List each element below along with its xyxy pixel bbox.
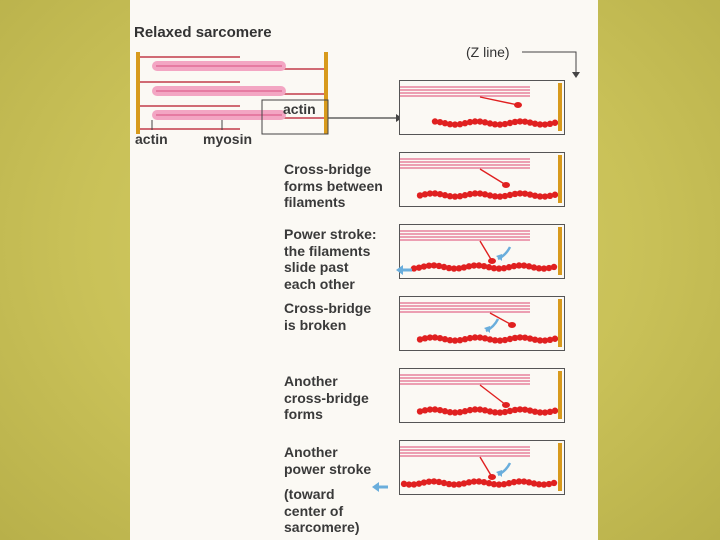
myosin-filament	[400, 231, 530, 240]
panel-another-power-stroke	[399, 440, 565, 495]
overview-myosin-heads	[156, 66, 282, 115]
myosin-filament	[400, 447, 530, 456]
step-1-label: Cross-bridge forms between filaments	[284, 161, 383, 211]
panel-power-stroke	[399, 224, 565, 279]
actin-filament	[401, 478, 557, 488]
actin-label: actin	[135, 131, 168, 148]
panel-z-line	[558, 443, 562, 491]
panel-z-line	[558, 299, 562, 347]
myosin-head	[514, 102, 522, 108]
panel-another-cross-bridge	[399, 368, 565, 423]
blue-motion-arrow	[496, 247, 510, 261]
actin-filament	[417, 406, 558, 416]
panel-z-line	[558, 371, 562, 419]
panel-cross-bridge-forms	[399, 152, 565, 207]
panel-z-line	[558, 83, 562, 131]
step-6-label: (toward center of sarcomere)	[284, 486, 360, 536]
step-5-label: Another power stroke	[284, 444, 371, 477]
myosin-filament	[400, 303, 530, 312]
step-2-label: Power stroke: the filaments slide past e…	[284, 226, 377, 292]
actin-bead	[551, 264, 557, 270]
blue-arrow-head	[484, 326, 490, 333]
myosin-filament	[400, 87, 530, 96]
myosin-head	[488, 474, 496, 480]
cross-bridge-stalk	[490, 313, 512, 325]
panel-z-line	[558, 155, 562, 203]
myosin-head	[502, 402, 510, 408]
overview-z-line-left	[136, 52, 140, 134]
cross-bridge-stalk	[480, 385, 506, 405]
cross-bridge-stalk	[480, 169, 506, 185]
cross-bridge-stalk	[480, 97, 518, 105]
actin-filament	[411, 262, 557, 272]
z-line-label: (Z line)	[466, 44, 510, 61]
overview-z-line-right	[324, 52, 328, 134]
actin-box-label: actin	[283, 101, 316, 118]
blue-arrow-head	[496, 470, 502, 477]
actin-filament	[432, 118, 558, 128]
myosin-head	[488, 258, 496, 264]
blue-arrow-head	[496, 254, 502, 261]
step-3-label: Cross-bridge is broken	[284, 300, 371, 333]
myosin-head	[508, 322, 516, 328]
cross-bridge-stalk	[480, 457, 492, 477]
actin-bead	[551, 480, 557, 486]
myosin-filament	[400, 159, 530, 168]
actin-filament	[417, 334, 558, 344]
z-line-pointer	[522, 52, 576, 76]
actin-filament	[417, 190, 558, 200]
blue-motion-arrow	[496, 463, 510, 477]
step-4-label: Another cross-bridge forms	[284, 373, 369, 423]
z-line-pointer-head	[572, 72, 580, 78]
panel-z-line	[558, 227, 562, 275]
slide: Relaxed sarcomere (Z	[130, 0, 598, 540]
blue-motion-arrow	[484, 319, 498, 333]
myosin-filament	[400, 375, 530, 384]
panel-cross-bridge-broken	[399, 296, 565, 351]
myosin-head	[502, 182, 510, 188]
panel-relaxed	[399, 80, 565, 135]
cross-bridge-stalk	[480, 241, 492, 261]
myosin-label: myosin	[203, 131, 252, 148]
